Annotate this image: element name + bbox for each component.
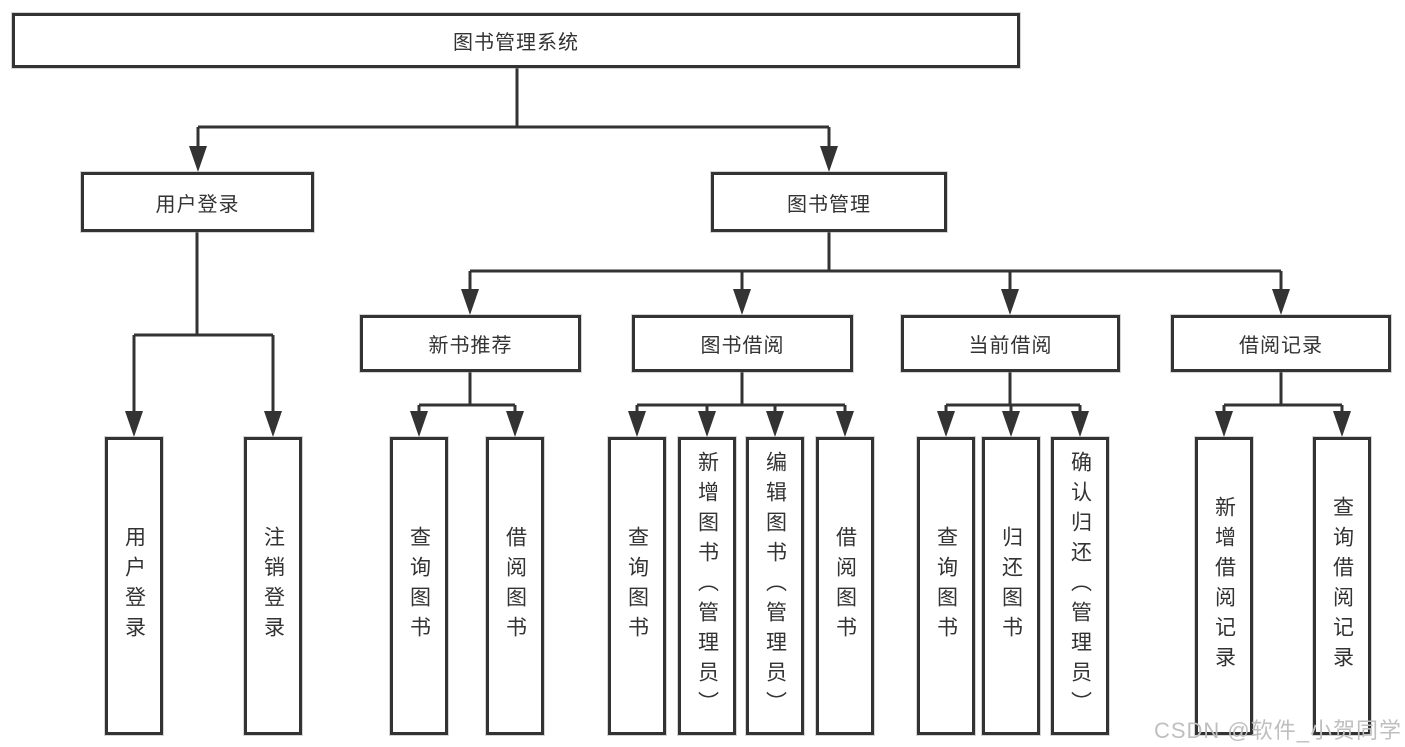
- leaf-borrow-books-label: 借阅图书: [833, 526, 857, 646]
- node-new-book-recommend-label: 新书推荐: [428, 335, 513, 357]
- leaf-query-books-recommend-label: 查询图书: [407, 526, 431, 646]
- leaf-borrow-books: 借阅图书: [816, 437, 874, 735]
- leaf-user-login: 用户登录: [105, 437, 163, 735]
- node-book-borrowing-label: 图书借阅: [700, 335, 785, 357]
- node-library-system: 图书管理系统: [12, 13, 1020, 68]
- leaf-query-borrow-record: 查询借阅记录: [1313, 437, 1371, 735]
- leaf-query-books-borrowing-label: 查询图书: [625, 526, 649, 646]
- node-new-book-recommend: 新书推荐: [360, 315, 581, 372]
- connector-current-borrowing-to-leaves: [937, 370, 1089, 437]
- node-user-login-label: 用户登录: [155, 193, 240, 216]
- node-book-management: 图书管理: [711, 172, 947, 232]
- node-library-system-label: 图书管理系统: [453, 32, 579, 54]
- node-book-borrowing: 图书借阅: [632, 315, 853, 372]
- leaf-query-borrow-record-label: 查询借阅记录: [1330, 496, 1354, 676]
- leaf-query-books-current: 查询图书: [917, 437, 975, 735]
- leaf-query-books-borrowing: 查询图书: [608, 437, 666, 735]
- node-borrowing-records-label: 借阅记录: [1239, 335, 1323, 357]
- leaf-logout-label: 注销登录: [261, 526, 285, 646]
- leaf-logout: 注销登录: [244, 437, 302, 735]
- leaf-confirm-return-admin: 确认归还（管理员）: [1051, 437, 1109, 735]
- leaf-confirm-return-admin-label: 确认归还（管理员）: [1068, 451, 1092, 721]
- node-current-borrowing: 当前借阅: [901, 315, 1120, 372]
- leaf-edit-books-admin-label: 编辑图书（管理员）: [763, 451, 787, 721]
- leaf-borrow-books-recommend-label: 借阅图书: [503, 526, 527, 646]
- leaf-edit-books-admin: 编辑图书（管理员）: [746, 437, 804, 735]
- connector-borrowing-records-to-leaves: [1215, 370, 1351, 437]
- leaf-add-borrow-record-label: 新增借阅记录: [1212, 496, 1236, 676]
- leaf-add-books-admin: 新增图书（管理员）: [678, 437, 736, 735]
- node-borrowing-records: 借阅记录: [1171, 315, 1391, 372]
- leaf-user-login-label: 用户登录: [122, 526, 146, 646]
- leaf-query-books-current-label: 查询图书: [934, 526, 958, 646]
- leaf-return-books-label: 归还图书: [999, 526, 1023, 646]
- leaf-add-borrow-record: 新增借阅记录: [1195, 437, 1253, 735]
- csdn-watermark: CSDN @软件_小贺同学: [1153, 718, 1402, 743]
- leaf-return-books: 归还图书: [982, 437, 1040, 735]
- node-user-login: 用户登录: [81, 172, 314, 232]
- leaf-query-books-recommend: 查询图书: [390, 437, 448, 735]
- connector-user-login-to-leaves: [125, 230, 282, 437]
- leaf-borrow-books-recommend: 借阅图书: [486, 437, 544, 735]
- leaf-add-books-admin-label: 新增图书（管理员）: [695, 451, 719, 721]
- connector-new-book-recommend-to-leaves: [410, 370, 524, 437]
- node-book-management-label: 图书管理: [787, 193, 871, 216]
- connector-book-management-to-level3: [461, 230, 1290, 315]
- connector-root-to-level2: [189, 66, 838, 172]
- node-current-borrowing-label: 当前借阅: [968, 335, 1053, 357]
- connector-book-borrowing-to-leaves: [628, 370, 854, 437]
